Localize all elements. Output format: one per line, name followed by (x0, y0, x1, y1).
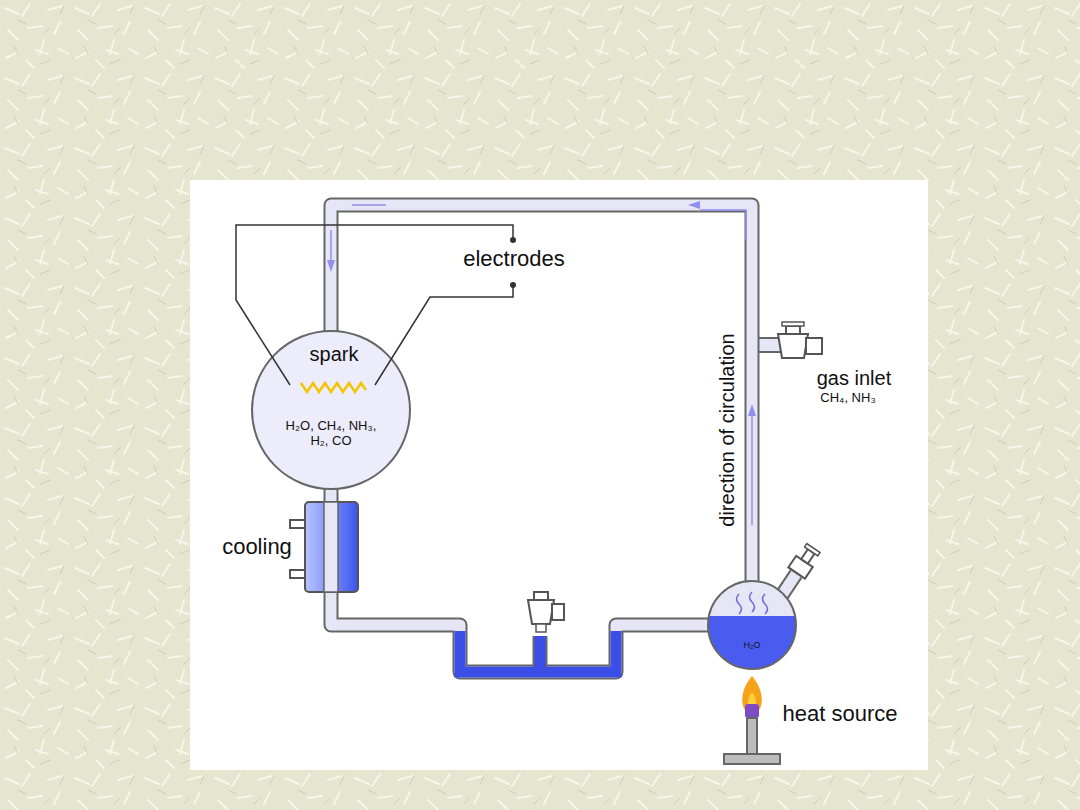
spark-chamber: sparkH₂O, CH₄, NH₃, H₂, CO (251, 330, 411, 490)
steam (737, 592, 768, 614)
gas-inlet-label: gas inlet (817, 367, 892, 390)
cooling-jacket (290, 502, 358, 592)
node-shape (707, 580, 797, 670)
burner (724, 676, 780, 764)
spark-zigzag (301, 383, 366, 392)
gas-inlet-valve (752, 322, 822, 358)
flask-side-neck (780, 543, 822, 598)
node-text: spark (310, 343, 359, 366)
cooling-label: cooling (222, 534, 292, 559)
boiling-flask: H₂O (707, 580, 797, 670)
electrodes-label: electrodes (463, 246, 565, 271)
node-text: H₂O (744, 640, 761, 650)
heat-source-label: heat source (783, 701, 898, 726)
circulation-arrows (352, 201, 756, 525)
node-text: H₂O, CH₄, NH₃, H₂, CO (275, 419, 387, 449)
trap-water (460, 592, 616, 672)
circulation-label: direction of circulation (716, 333, 739, 526)
glass-tube (331, 488, 709, 672)
trap-stopcock (528, 592, 564, 632)
gas-formula: CH₄, NH₃ (820, 391, 875, 406)
